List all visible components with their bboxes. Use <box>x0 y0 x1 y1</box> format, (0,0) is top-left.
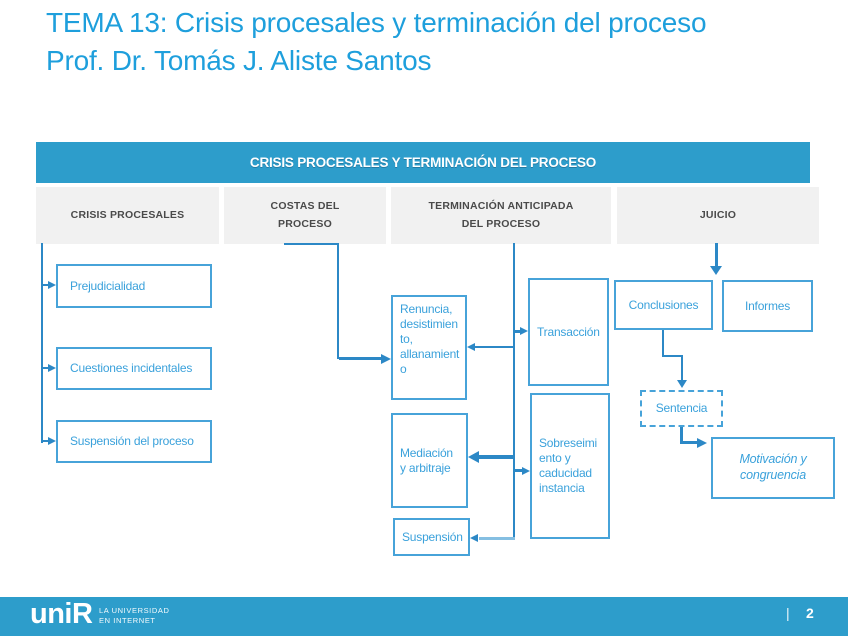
unir-tagline-line1: LA UNIVERSIDAD <box>99 606 170 615</box>
arrowhead-cuestiones-icon <box>48 364 56 372</box>
node-conclusiones-label: Conclusiones <box>628 297 699 312</box>
arrowhead-motivacion-icon <box>697 438 707 448</box>
arrowhead-sobreseimiento-icon <box>522 467 530 475</box>
connector-terminacion-vertical-line <box>513 243 515 540</box>
connector-conclusiones-down1 <box>662 330 664 357</box>
connector-juicio-vertical <box>715 243 718 268</box>
page-subtitle: Prof. Dr. Tomás J. Aliste Santos <box>46 45 432 76</box>
node-sobreseimiento-label: Sobreseimiento y caducidad instancia <box>539 436 598 495</box>
arrowhead-prejudicialidad-icon <box>48 281 56 289</box>
connector-costas-horizontal-top <box>284 243 339 245</box>
node-motivacion-y-congruencia: Motivación y congruencia <box>711 437 835 499</box>
node-motivacion-label: Motivación y congruencia <box>739 452 807 482</box>
connector-sentencia-across <box>680 441 697 444</box>
connector-prejudicialidad-stub <box>43 284 49 286</box>
title-block: TEMA 13: Crisis procesales y terminación… <box>46 4 722 80</box>
connector-conclusiones-across <box>662 355 683 357</box>
node-prejudicialidad: Prejudicialidad <box>56 264 212 308</box>
connector-conclusiones-down2 <box>681 355 683 382</box>
column-header-terminacion-anticipada: TERMINACIÓN ANTICIPADA DEL PROCESO <box>391 187 611 244</box>
arrowhead-costas-renuncia-icon <box>381 354 391 364</box>
connector-cuestiones-stub <box>43 367 49 369</box>
node-sobreseimiento-y-caducidad: Sobreseimiento y caducidad instancia <box>530 393 610 539</box>
node-suspension-del-proceso: Suspensión del proceso <box>56 420 212 463</box>
unir-tagline-line2: EN INTERNET <box>99 616 156 625</box>
connector-transaccion-stub <box>515 330 521 333</box>
node-renuncia-desistimiento-allanamiento: Renuncia, desistimiento, allanamiento <box>391 295 467 400</box>
unir-tagline: LA UNIVERSIDAD EN INTERNET <box>99 606 170 626</box>
diagram-banner: CRISIS PROCESALES Y TERMINACIÓN DEL PROC… <box>36 142 810 183</box>
node-renuncia-label: Renuncia, desistimiento, allanamiento <box>400 302 460 376</box>
node-prejudicialidad-label: Prejudicialidad <box>70 278 146 293</box>
node-suspension-del-proceso-label: Suspensión del proceso <box>70 434 194 448</box>
node-cuestiones-incidentales-label: Cuestiones incidentales <box>70 361 193 375</box>
page-title: TEMA 13: Crisis procesales y terminación… <box>46 7 707 38</box>
arrowhead-sentencia-icon <box>677 380 687 388</box>
connector-suspension-horizontal <box>479 537 515 540</box>
node-sentencia-label: Sentencia <box>655 401 708 415</box>
connector-sobreseimiento-stub <box>515 469 522 472</box>
arrowhead-suspension-proceso-icon <box>48 437 56 445</box>
node-mediacion-y-arbitraje: Mediación y arbitraje <box>391 413 468 508</box>
page-number: 2 <box>806 605 814 621</box>
column-header-juicio: JUICIO <box>617 187 819 244</box>
node-conclusiones: Conclusiones <box>614 280 713 330</box>
node-informes: Informes <box>722 280 813 332</box>
footer-bar: uniR LA UNIVERSIDAD EN INTERNET | 2 <box>0 597 848 636</box>
node-cuestiones-incidentales: Cuestiones incidentales <box>56 347 212 390</box>
connector-costas-horizontal-bottom <box>339 357 381 360</box>
arrowhead-renuncia-icon <box>467 343 475 351</box>
connector-sentencia-down <box>680 427 683 444</box>
node-suspension: Suspensión <box>393 518 470 556</box>
arrowhead-suspension-icon <box>470 534 478 542</box>
arrowhead-transaccion-icon <box>520 327 528 335</box>
column-header-crisis-procesales: CRISIS PROCESALES <box>36 187 219 244</box>
connector-crisis-vertical-line <box>41 243 43 443</box>
connector-costas-vertical <box>337 243 339 359</box>
connector-suspension-proceso-stub <box>43 440 49 442</box>
node-transaccion: Transacción <box>528 278 609 386</box>
column-header-costas-del-proceso: COSTAS DEL PROCESO <box>224 187 386 244</box>
unir-logo: uniR <box>30 598 93 630</box>
connector-renuncia-horizontal <box>475 346 515 348</box>
arrowhead-juicio-down-icon <box>710 266 722 275</box>
node-sentencia: Sentencia <box>640 390 723 427</box>
node-suspension-label: Suspensión <box>402 529 463 544</box>
node-mediacion-label: Mediación y arbitraje <box>400 445 453 475</box>
page-number-separator: | <box>786 605 790 621</box>
connector-mediacion-horizontal <box>478 455 515 459</box>
arrowhead-mediacion-icon <box>468 451 479 463</box>
node-informes-label: Informes <box>744 298 791 313</box>
node-transaccion-label: Transacción <box>537 324 600 339</box>
